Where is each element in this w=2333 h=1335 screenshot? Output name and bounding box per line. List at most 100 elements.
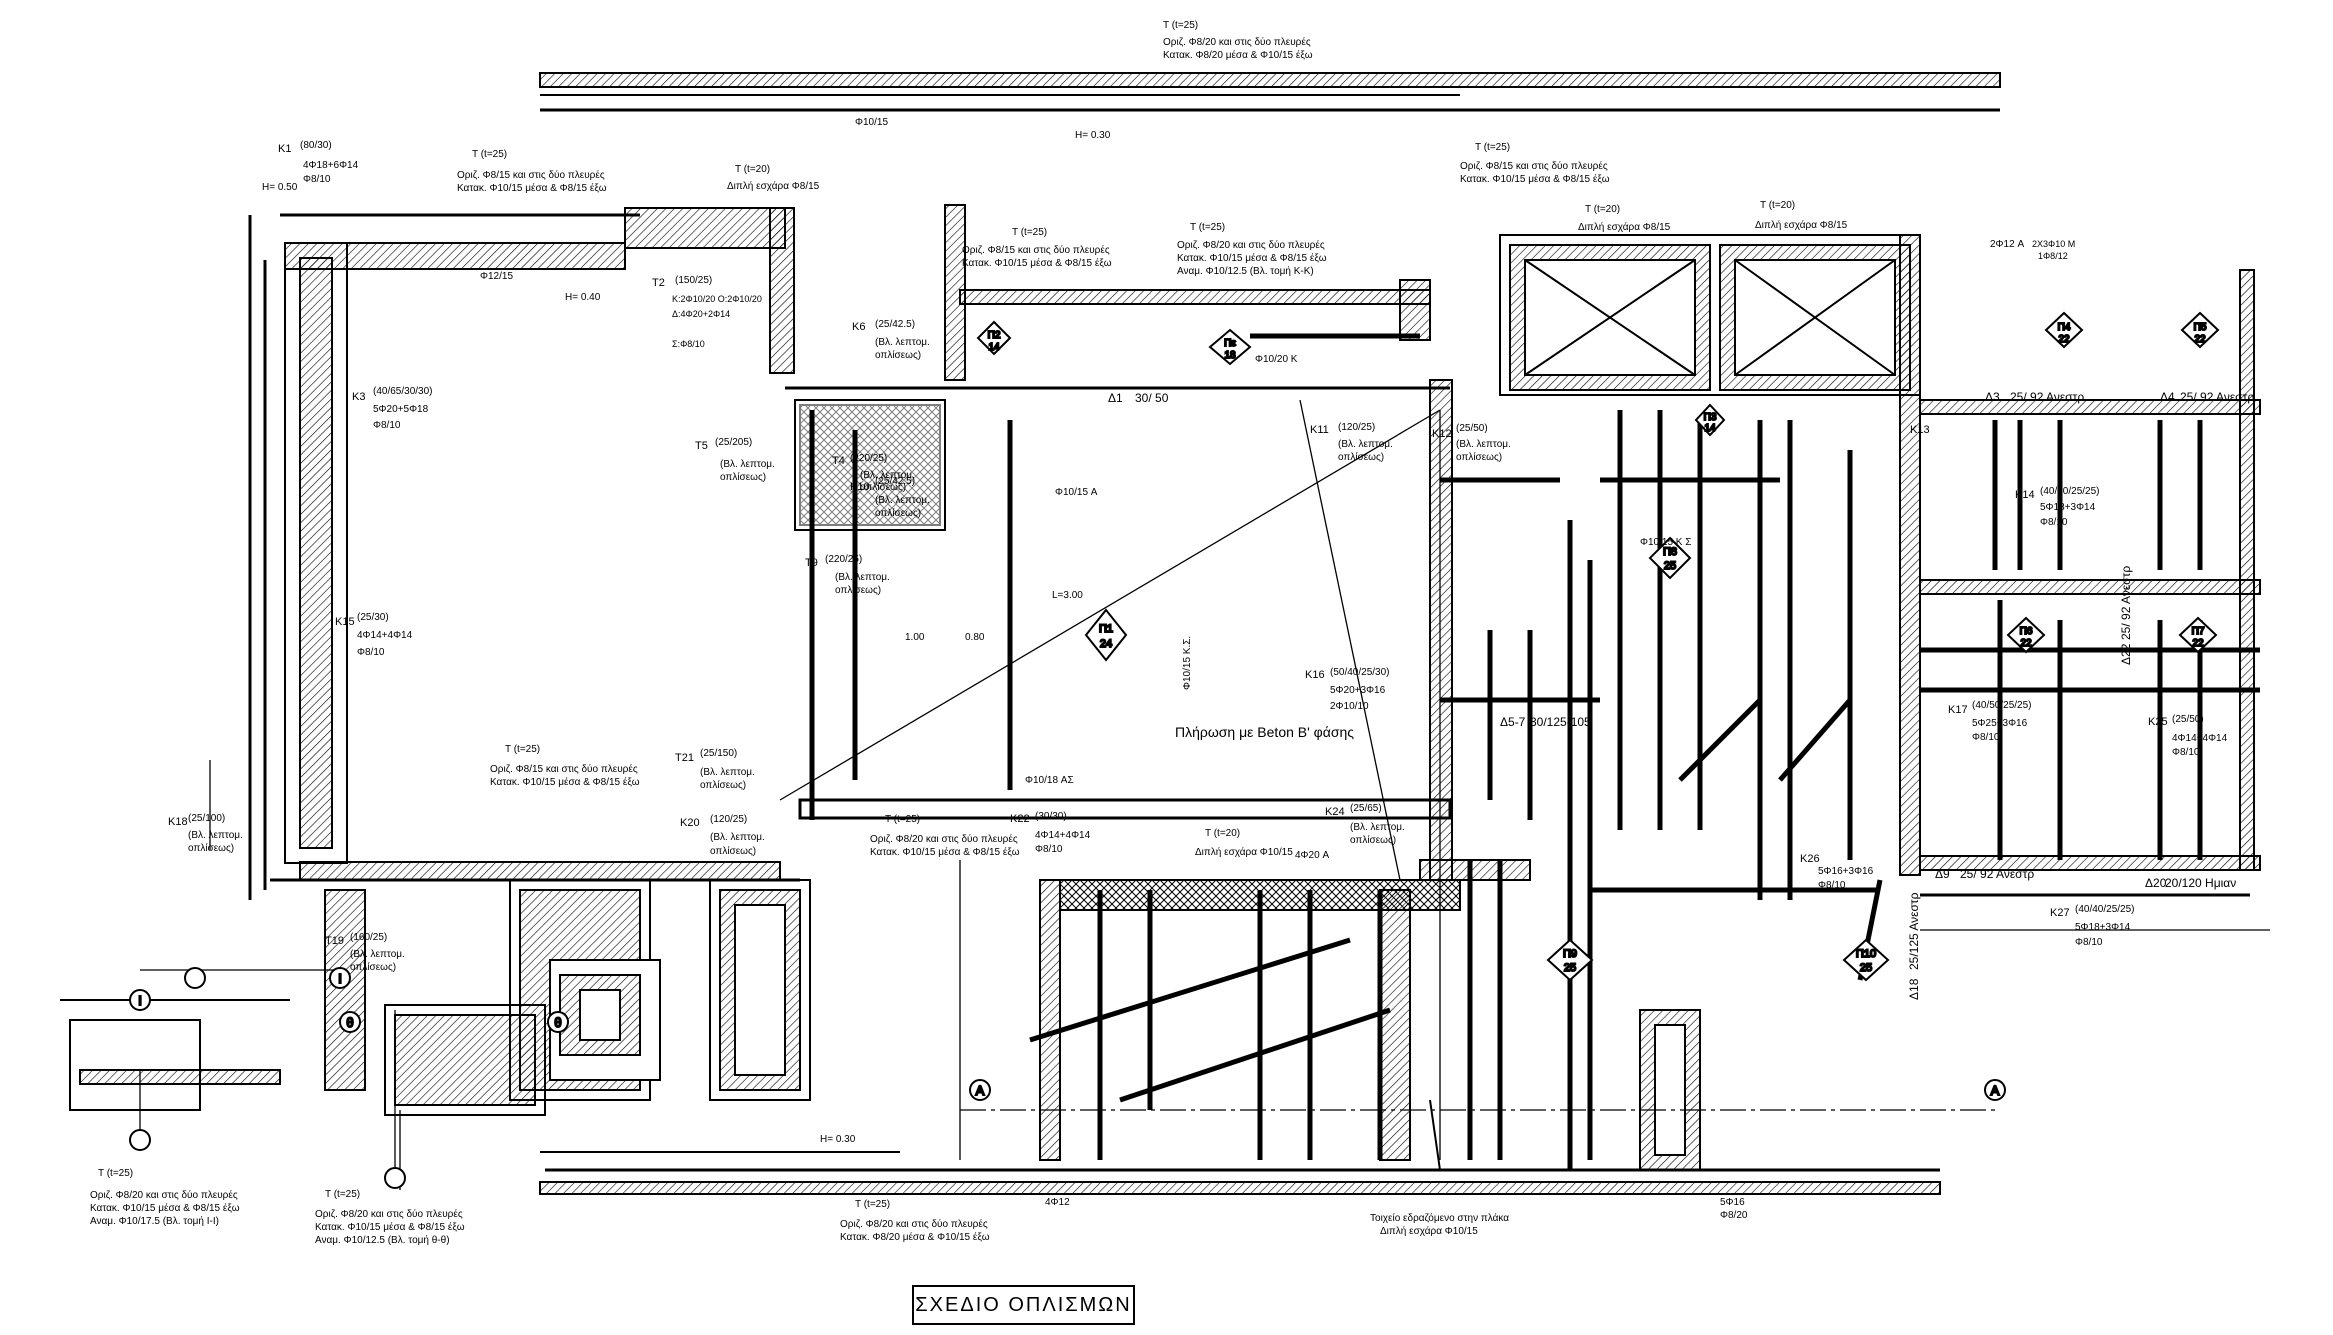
- svg-text:5Φ18+3Φ14: 5Φ18+3Φ14: [2040, 502, 2096, 513]
- svg-text:4Φ18+6Φ14: 4Φ18+6Φ14: [303, 160, 359, 171]
- svg-text:T (t=20): T (t=20): [1205, 828, 1240, 839]
- svg-text:Κατακ. Φ8/20 μέσα & Φ10/15 έξω: Κατακ. Φ8/20 μέσα & Φ10/15 έξω: [840, 1231, 990, 1243]
- svg-text:22: 22: [2058, 334, 2070, 345]
- svg-text:(Βλ. λεπτομ.: (Βλ. λεπτομ.: [875, 495, 930, 506]
- svg-text:(220/25): (220/25): [825, 554, 862, 565]
- svg-text:(120/25): (120/25): [1338, 422, 1375, 433]
- svg-text:Οριζ. Φ8/15 και στις δύο πλευρ: Οριζ. Φ8/15 και στις δύο πλευρές: [457, 169, 605, 181]
- svg-text:K1: K1: [278, 143, 291, 155]
- dim-100: 1.00: [905, 632, 925, 643]
- column-k20: K20 (120/25) (Βλ. λεπτομ. οπλίσεως): [680, 814, 765, 857]
- beam-d18-dims: 25/125 Ανεστρ: [1907, 892, 1921, 970]
- note-right-a: T (t=20)Διπλή εσχάρα Φ8/15: [1578, 204, 1671, 233]
- svg-text:Διπλή εσχάρα Φ10/15: Διπλή εσχάρα Φ10/15: [1195, 846, 1293, 858]
- svg-text:K16: K16: [1305, 669, 1325, 681]
- svg-text:K25: K25: [2148, 716, 2168, 728]
- note-mid-top-2: T (t=25)Οριζ. Φ8/20 και στις δύο πλευρές…: [1177, 222, 1327, 277]
- svg-text:22: 22: [2020, 638, 2032, 649]
- svg-text:4Φ14+4Φ14: 4Φ14+4Φ14: [357, 630, 413, 641]
- column-k12: K12(25/50)(Βλ. λεπτομ.οπλίσεως): [1432, 423, 1511, 463]
- svg-text:14: 14: [988, 342, 1000, 353]
- svg-text:οπλίσεως): οπλίσεως): [710, 845, 756, 857]
- rebar-c: Φ10/15 A: [1055, 487, 1098, 498]
- svg-text:T (t=25): T (t=25): [325, 1189, 360, 1200]
- svg-text:Φ8/10: Φ8/10: [1035, 844, 1063, 855]
- svg-text:οπλίσεως): οπλίσεως): [188, 842, 234, 854]
- svg-text:2X3Φ10 M: 2X3Φ10 M: [2032, 239, 2075, 249]
- svg-text:(25/42.5): (25/42.5): [875, 319, 915, 330]
- svg-text:(220/25): (220/25): [850, 453, 887, 464]
- svg-text:(25/205): (25/205): [715, 437, 752, 448]
- svg-text:T (t=20): T (t=20): [1760, 200, 1795, 211]
- svg-text:Π5: Π5: [2194, 322, 2207, 333]
- svg-text:K11: K11: [1310, 424, 1329, 436]
- svg-text:Φ8/10: Φ8/10: [1972, 732, 2000, 743]
- h-label-3: H= 0.40: [565, 292, 601, 303]
- svg-text:Οριζ. Φ8/15 και στις δύο πλευρ: Οριζ. Φ8/15 και στις δύο πλευρές: [962, 244, 1110, 256]
- beam-d3: Δ3: [1985, 390, 2000, 404]
- svg-text:K14: K14: [2015, 489, 2035, 501]
- rebar-e: Φ10/15 K.Σ.: [1182, 636, 1193, 690]
- bottom-wall: [539, 1151, 1941, 1195]
- note-center-bottom: T (t=25)Οριζ. Φ8/15 και στις δύο πλευρές…: [490, 744, 640, 788]
- note-bottom-mid: T (t=25)Οριζ. Φ8/20 και στις δύο πλευρές…: [840, 1199, 990, 1243]
- svg-text:(Βλ. λεπτομ.: (Βλ. λεπτομ.: [350, 949, 405, 960]
- rebar-b: Φ12/15: [480, 271, 513, 282]
- wall-t9: T9(220/25)(Βλ. λεπτομ.οπλίσεως): [805, 554, 890, 596]
- svg-text:T (t=25): T (t=25): [1475, 142, 1510, 153]
- rebar-h: 4Φ20 A: [1295, 850, 1329, 861]
- svg-text:Φ8/10: Φ8/10: [357, 647, 385, 658]
- svg-text:οπλίσεως): οπλίσεως): [720, 471, 766, 483]
- svg-text:25: 25: [1664, 560, 1676, 572]
- wall-t5: T5(25/205)(Βλ. λεπτομ.οπλίσεως): [695, 437, 775, 483]
- svg-text:Οριζ. Φ8/20 και στις δύο πλευρ: Οριζ. Φ8/20 και στις δύο πλευρές: [840, 1218, 988, 1230]
- svg-text:(80/30): (80/30): [300, 140, 332, 151]
- svg-text:Π7: Π7: [2192, 626, 2205, 637]
- rebar-j: Φ8/20: [1720, 1210, 1748, 1221]
- beam-d9: Δ9: [1935, 867, 1950, 881]
- svg-text:οπλίσεως): οπλίσεως): [1456, 451, 1502, 463]
- svg-text:5Φ20+3Φ16: 5Φ20+3Φ16: [1330, 685, 1386, 696]
- svg-text:(Βλ. λεπτομ.: (Βλ. λεπτομ.: [710, 832, 765, 843]
- svg-text:5Φ20+5Φ18: 5Φ20+5Φ18: [373, 404, 429, 415]
- svg-text:(40/40/25/25): (40/40/25/25): [2040, 486, 2100, 497]
- note-bottom-left: T (t=25)Οριζ. Φ8/20 και στις δύο πλευρές…: [90, 1168, 240, 1227]
- svg-text:25: 25: [1860, 962, 1872, 974]
- svg-text:K27: K27: [2050, 907, 2070, 919]
- svg-text:T2: T2: [652, 277, 665, 289]
- svg-text:2Φ10/10: 2Φ10/10: [1330, 701, 1369, 712]
- svg-text:Κατακ. Φ10/15 μέσα & Φ8/15 έξω: Κατακ. Φ10/15 μέσα & Φ8/15 έξω: [962, 257, 1112, 269]
- svg-text:K13: K13: [1910, 424, 1930, 436]
- svg-text:οπλίσεως): οπλίσεως): [1350, 834, 1396, 846]
- column-k24: K24(25/65)(Βλ. λεπτομ.οπλίσεως): [1325, 803, 1405, 846]
- svg-text:θ: θ: [554, 1015, 561, 1030]
- wall-t19: T19(160/25)(Βλ. λεπτομ.οπλίσεως): [325, 932, 405, 973]
- svg-text:I: I: [338, 971, 342, 986]
- svg-text:Τοιχείο εδραζόμενο στην πλάκα: Τοιχείο εδραζόμενο στην πλάκα: [1370, 1212, 1509, 1224]
- svg-text:(120/25): (120/25): [710, 814, 747, 825]
- svg-text:(25/65): (25/65): [1350, 803, 1382, 814]
- svg-text:οπλίσεως): οπλίσεως): [835, 584, 881, 596]
- thin-lines: [139, 399, 2270, 1190]
- rebar-a: Φ10/15: [855, 117, 888, 128]
- svg-text:Διπλή εσχάρα Φ10/15: Διπλή εσχάρα Φ10/15: [1380, 1225, 1478, 1237]
- note-top-mid: T (t=20)Διπλή εσχάρα Φ8/15: [727, 164, 820, 192]
- svg-text:Πε: Πε: [1224, 338, 1236, 349]
- svg-text:K20: K20: [680, 817, 700, 829]
- svg-text:Οριζ. Φ8/15 και στις δύο πλευρ: Οριζ. Φ8/15 και στις δύο πλευρές: [490, 763, 638, 775]
- rebar-lines: [809, 333, 2260, 1170]
- svg-text:K22: K22: [1010, 813, 1030, 825]
- svg-text:T (t=25): T (t=25): [1190, 222, 1225, 233]
- svg-text:(Βλ. λεπτομ.: (Βλ. λεπτομ.: [875, 337, 930, 348]
- note-top-left: T (t=25)Οριζ. Φ8/15 και στις δύο πλευρές…: [457, 149, 607, 194]
- svg-text:Κατακ. Φ10/15 μέσα & Φ8/15 έξω: Κατακ. Φ10/15 μέσα & Φ8/15 έξω: [90, 1202, 240, 1214]
- rebar-l: 2Φ12 A: [1990, 239, 2024, 250]
- note-right-top: T (t=25)Οριζ. Φ8/15 και στις δύο πλευρές…: [1460, 142, 1610, 185]
- rebar-f: Φ10/20 K: [1255, 354, 1298, 365]
- svg-text:Π6: Π6: [2020, 626, 2033, 637]
